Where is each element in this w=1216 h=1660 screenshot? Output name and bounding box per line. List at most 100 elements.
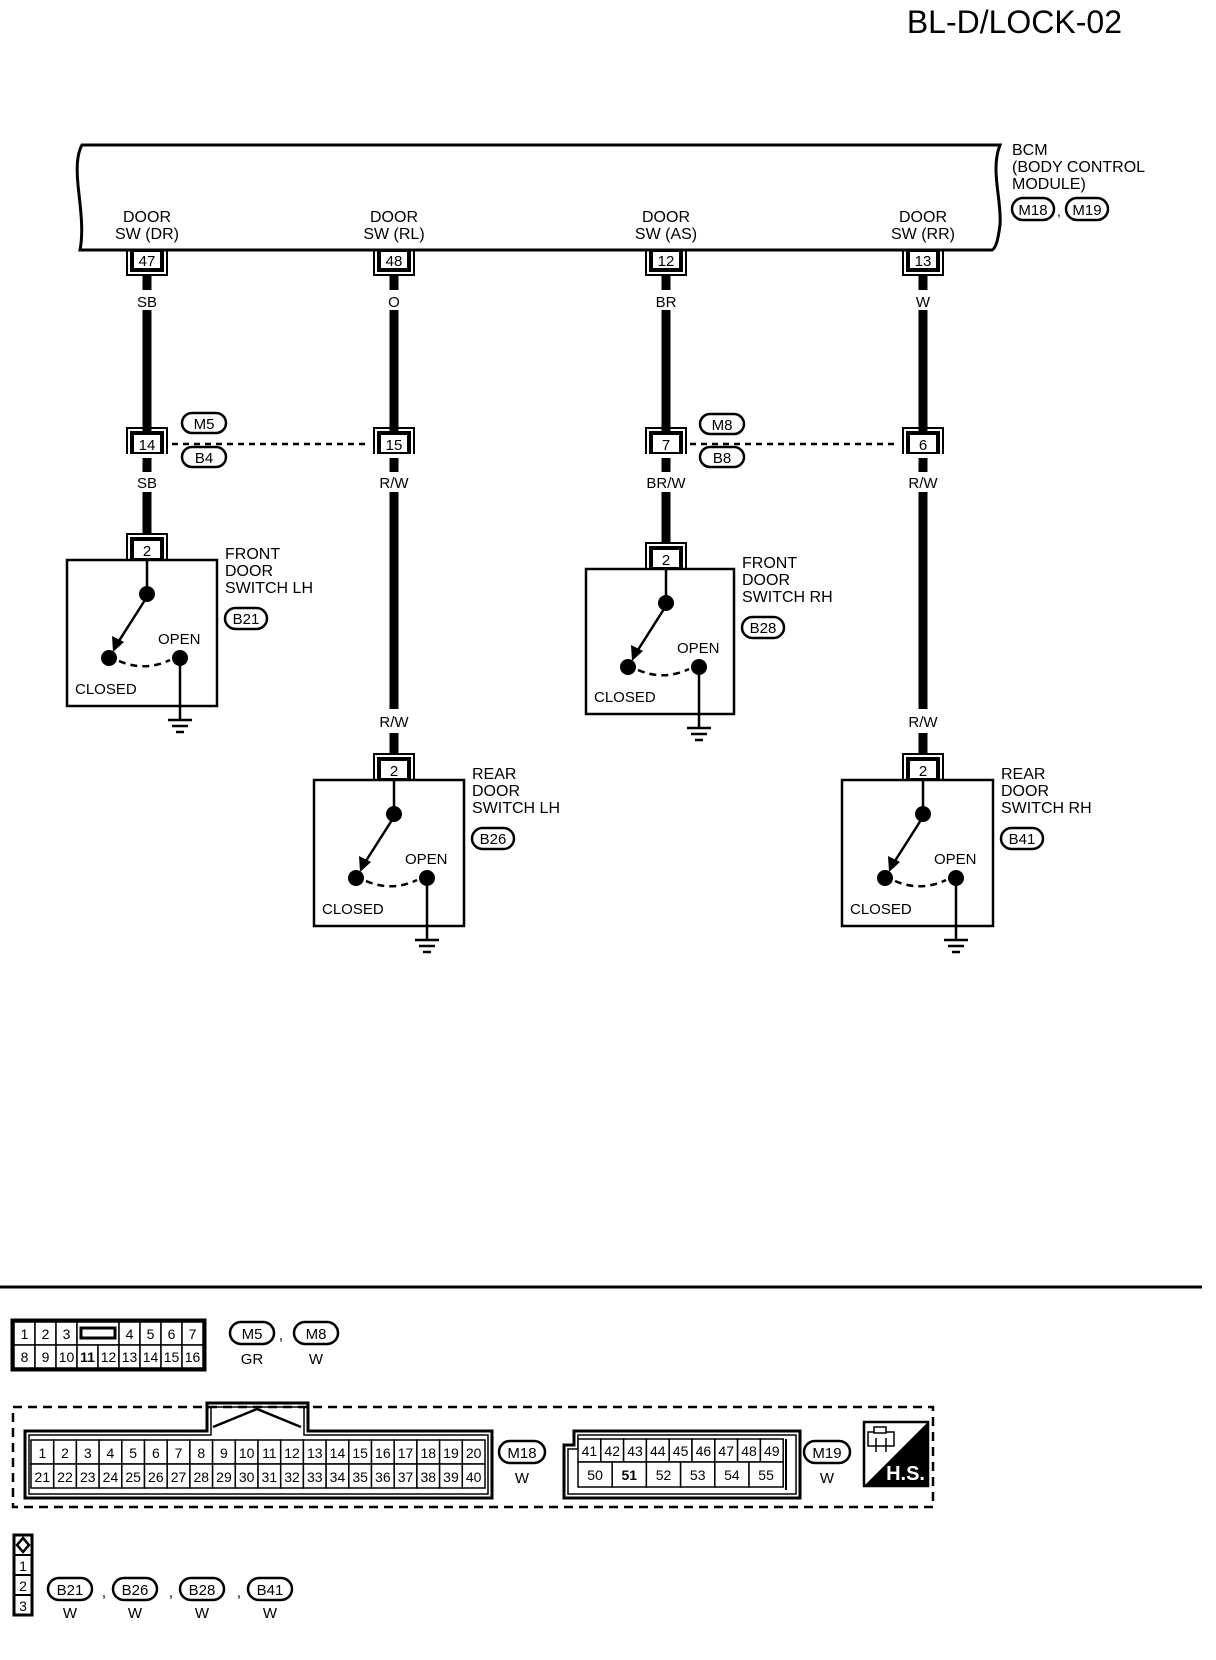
connector-b28[interactable]: B28 [178,1576,226,1602]
junction-terminal-15[interactable]: 15 [373,427,415,454]
wire-color-lower: SB [137,475,157,492]
connector-m5[interactable]: M5 [228,1320,276,1346]
pin-20: 20 [466,1445,482,1461]
pin-46: 46 [696,1443,712,1459]
switch-connector-b26[interactable]: B26 [470,826,516,851]
door-switch-box [840,778,995,928]
bcm-pin-label-line-1: DOOR [899,209,947,226]
connector-color: W [820,1470,835,1487]
connector-diamond-icon [15,1536,31,1554]
bcm-connector-m19[interactable]: M19 [1064,196,1110,222]
switch-name-line-3: SWITCH RH [1001,800,1092,817]
pin-36: 36 [375,1469,391,1485]
switch-closed-label: CLOSED [594,689,656,706]
switch-closed-contact [620,659,636,675]
switch-pivot-contact [139,586,155,602]
junction-terminal-7[interactable]: 7 [645,427,687,454]
pin-13: 13 [122,1349,138,1365]
junction-terminal-14-number: 14 [139,437,156,454]
pin-30: 30 [239,1469,255,1485]
pin-4: 4 [107,1445,115,1461]
connector-id: B41 [257,1582,284,1599]
wire-color-lower: R/W [379,475,409,492]
pin-26: 26 [148,1469,164,1485]
connector-m19[interactable]: M19 [802,1439,852,1465]
switch-travel-arc [118,658,171,668]
switch-open-label: OPEN [158,631,201,648]
bcm-connector-m18-label: M18 [1018,202,1047,219]
junction-connector-m8[interactable]: M8 [698,412,746,436]
connector-m8[interactable]: M8 [292,1320,340,1346]
connector-id: M18 [507,1445,536,1462]
bcm-title-line-1: BCM [1012,142,1048,159]
pin-6: 6 [168,1326,176,1342]
pin-40: 40 [466,1469,482,1485]
switch-terminal[interactable]: 2 [373,753,415,780]
connector-key-slot [79,1326,117,1340]
pin-35: 35 [352,1469,368,1485]
switch-closed-label: CLOSED [322,901,384,918]
connector-id: B28 [189,1582,216,1599]
pin-7: 7 [189,1326,197,1342]
switch-connector-b21[interactable]: B21 [223,606,269,631]
switch-name-line-3: SWITCH LH [225,580,313,597]
switch-name-line-2: DOOR [225,563,273,580]
pin-49: 49 [764,1443,780,1459]
switch-terminal[interactable]: 2 [902,753,944,780]
junction-terminal-14[interactable]: 14 [126,427,168,454]
door-switch-box [584,567,736,716]
pin-8: 8 [197,1445,205,1461]
switch-terminal[interactable]: 2 [126,533,168,560]
ground-icon [944,938,968,954]
pin-39: 39 [443,1469,459,1485]
switch-travel-arc [365,878,418,888]
junction-connector-b4[interactable]: B4 [180,445,228,469]
pin-9: 9 [42,1349,50,1365]
bcm-terminal-12[interactable]: 12 [645,250,687,276]
switch-terminal[interactable]: 2 [645,542,687,569]
bcm-terminal-47[interactable]: 47 [126,250,168,276]
bcm-pin-label-line-1: DOOR [642,209,690,226]
bcm-connector-m18[interactable]: M18 [1010,196,1056,222]
bcm-pin-label-line-1: DOOR [123,209,171,226]
pin-55: 55 [758,1467,774,1483]
switch-pivot-contact [386,806,402,822]
switch-arm-arrow [115,599,147,645]
arrowhead-icon [631,645,643,661]
pin-27: 27 [171,1469,187,1485]
switch-connector-label: B28 [750,620,777,637]
connector-m18[interactable]: M18 [497,1439,547,1465]
connector-b26[interactable]: B26 [111,1576,159,1602]
switch-connector-b41[interactable]: B41 [999,826,1045,851]
pin-11: 11 [262,1445,277,1461]
switch-connector-label: B26 [480,831,507,848]
wire-color-lower-2: R/W [379,714,409,731]
pin-16: 16 [375,1445,391,1461]
switch-connector-b28[interactable]: B28 [740,615,786,640]
wire-color-upper: SB [137,294,157,311]
connector-color: W [263,1605,278,1622]
arrowhead-icon [359,856,371,872]
bcm-terminal-13[interactable]: 13 [902,250,944,276]
switch-pivot-contact [915,806,931,822]
pin-44: 44 [650,1443,666,1459]
connector-b21[interactable]: B21 [46,1576,94,1602]
connector-b41[interactable]: B41 [246,1576,294,1602]
junction-terminal-6[interactable]: 6 [902,427,944,454]
connector-id: M5 [242,1326,263,1343]
junction-connector-b8[interactable]: B8 [698,445,746,469]
connector-color: W [63,1605,78,1622]
switch-closed-contact [101,650,117,666]
bcm-terminal-48-number: 48 [386,253,403,270]
pin-48: 48 [741,1443,757,1459]
junction-connector-m5[interactable]: M5 [180,411,228,435]
switch-name-line-2: DOOR [742,572,790,589]
bcm-terminal-48[interactable]: 48 [373,250,415,276]
connector-id: M19 [812,1445,841,1462]
bcm-pin-label-line-2: SW (RR) [891,226,955,243]
